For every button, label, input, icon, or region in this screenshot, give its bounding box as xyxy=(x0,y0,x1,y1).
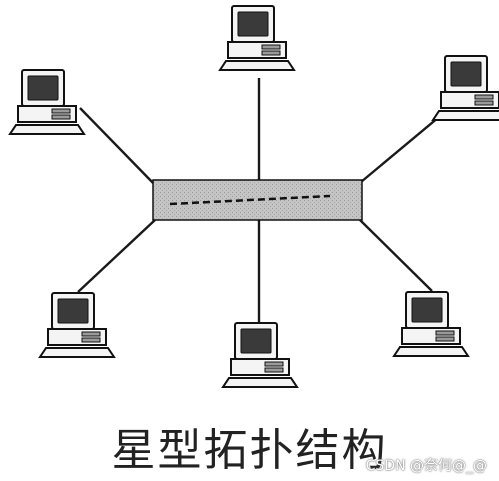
pc-top-right-computer-icon xyxy=(431,55,499,121)
diagram-title: 星型拓扑结构 xyxy=(111,425,388,476)
pc-bottom-left-computer-icon xyxy=(38,292,116,358)
pc-top-computer-icon xyxy=(218,5,296,71)
pc-bottom-center-computer-icon xyxy=(221,322,299,388)
central-hub xyxy=(152,179,363,221)
pc-bottom-right-link xyxy=(359,219,433,292)
pc-top-left-computer-icon xyxy=(8,69,86,135)
pc-top-right-link xyxy=(360,111,446,183)
watermark: CSDN @奈何@_@ xyxy=(365,458,487,474)
pc-top-left-link xyxy=(79,107,157,187)
pc-bottom-right-computer-icon xyxy=(392,291,470,357)
pc-bottom-left-link xyxy=(77,219,156,293)
